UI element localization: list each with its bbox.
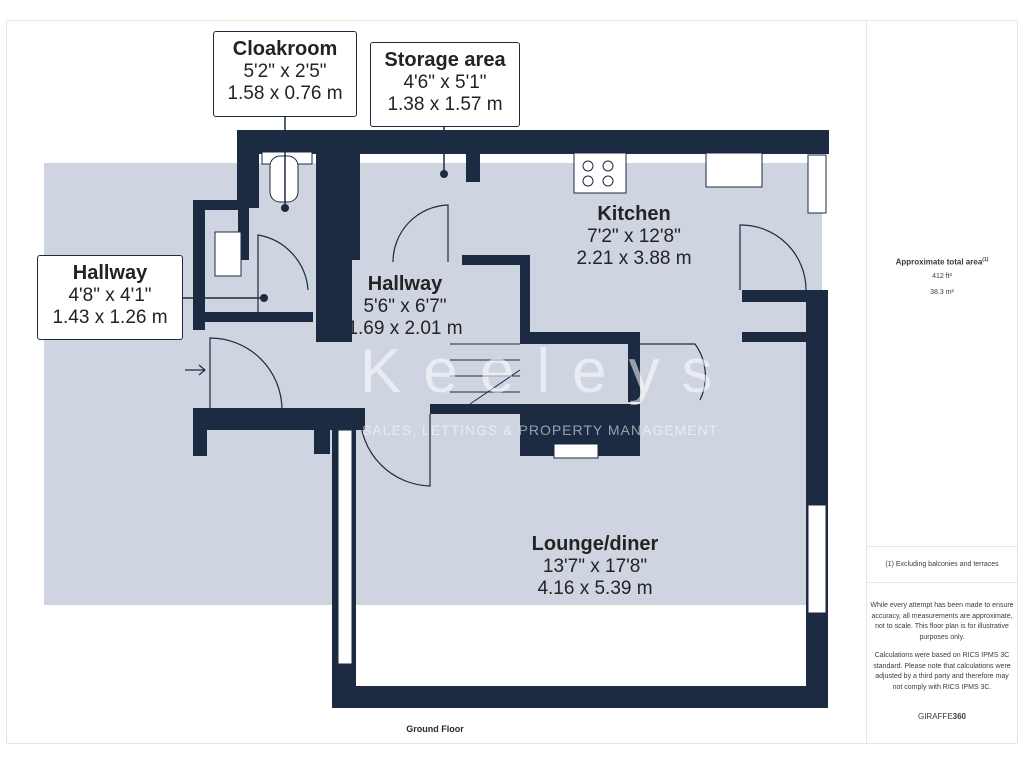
area-title: Approximate total area(1) (870, 255, 1014, 268)
room-dim-metric: 4.16 x 5.39 m (537, 578, 653, 599)
page-frame (6, 20, 1018, 744)
room-dim-metric: 1.69 x 2.01 m (347, 318, 463, 339)
area-sqft: 412 ft² (932, 273, 952, 280)
cloakroom-label: Cloakroom 5'2" x 2'5" 1.58 x 0.76 m (213, 31, 357, 117)
room-dim-imperial: 4'6" x 5'1" (403, 72, 487, 93)
room-dim-imperial: 5'6" x 6'7" (363, 296, 447, 317)
room-dim-imperial: 7'2" x 12'8" (587, 226, 681, 247)
room-name: Kitchen (597, 203, 671, 225)
room-dim-metric: 1.38 x 1.57 m (387, 94, 503, 115)
brand-logo: GIRAFFE360 (870, 712, 1014, 723)
entrance-arrow (185, 364, 206, 376)
room-dim-imperial: 4'8" x 4'1" (68, 285, 152, 306)
area-title-text: Approximate total area (895, 257, 983, 267)
room-name: Cloakroom (232, 38, 338, 60)
leader-dots (260, 170, 448, 302)
brand-suffix: 360 (952, 712, 967, 721)
windows (261, 151, 827, 665)
lounge-label: Lounge/diner 13'7" x 17'8" 4.16 x 5.39 m (505, 532, 685, 600)
watermark-tagline: SALES, LETTINGS & PROPERTY MANAGEMENT (362, 422, 719, 438)
watermark-brand: Keeleys (360, 337, 735, 406)
sidebar-rule (866, 582, 1018, 583)
room-dim-metric: 1.58 x 0.76 m (227, 83, 343, 104)
room-name: Hallway (72, 262, 148, 284)
storage-label: Storage area 4'6" x 5'1" 1.38 x 1.57 m (370, 42, 520, 127)
disclaimer: While every attempt has been made to ens… (870, 602, 1014, 641)
sidebar-divider (866, 20, 867, 744)
floor-name: Ground Floor (406, 724, 464, 734)
watermark-overlay (44, 163, 822, 605)
stairs (450, 343, 521, 405)
hallway-front-label: Hallway 4'8" x 4'1" 1.43 x 1.26 m (37, 255, 183, 340)
label-leaders (183, 116, 445, 299)
room-name: Hallway (367, 273, 443, 295)
calculation-note: Calculations were based on RICS IPMS 3C … (873, 652, 1011, 691)
room-dim-imperial: 13'7" x 17'8" (542, 556, 648, 577)
area-sqm: 38.3 m² (930, 289, 954, 296)
brand-prefix: GIRAFFE (917, 712, 953, 721)
room-name: Lounge/diner (531, 533, 659, 555)
sidebar-rule (866, 546, 1018, 547)
room-name: Storage area (384, 49, 506, 71)
room-dim-metric: 1.43 x 1.26 m (52, 307, 168, 328)
footnote: (1) Excluding balconies and terraces (885, 561, 999, 568)
area-title-marker: (1) (982, 257, 989, 263)
door-swings (209, 204, 807, 487)
fixtures (214, 152, 763, 459)
kitchen-label: Kitchen 7'2" x 12'8" 2.21 x 3.88 m (558, 202, 710, 270)
room-dim-imperial: 5'2" x 2'5" (243, 61, 327, 82)
hallway-inner-label: Hallway 5'6" x 6'7" 1.69 x 2.01 m (330, 272, 480, 340)
room-dim-metric: 2.21 x 3.88 m (576, 248, 692, 269)
